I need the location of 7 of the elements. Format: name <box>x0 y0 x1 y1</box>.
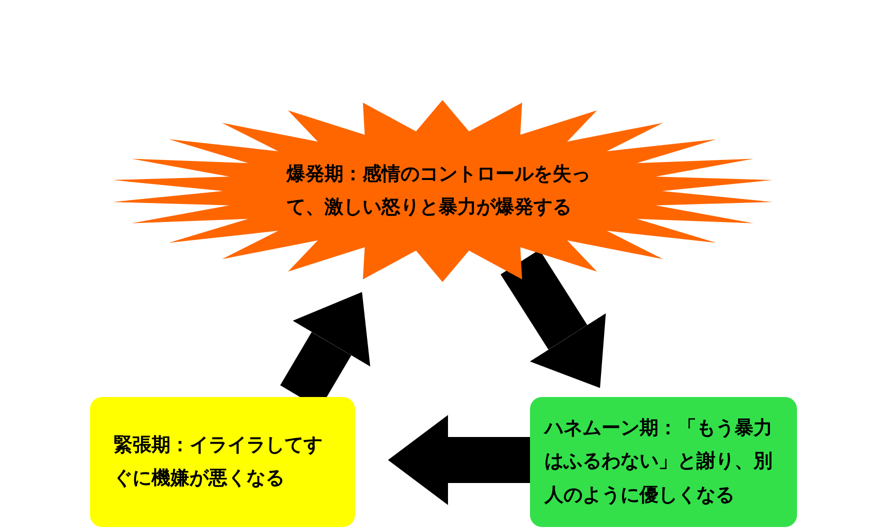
block-arrow <box>500 250 606 388</box>
stage-box <box>90 397 355 527</box>
block-arrow <box>388 415 530 505</box>
stage-description: ハネムーン期：「もう暴力はふるわない」と謝り、別人のように優しくなる <box>544 416 774 508</box>
stage-box <box>530 397 797 527</box>
stage-description: 緊張期：イライラしてすぐに機嫌が悪くなる <box>114 432 324 491</box>
stage-description: 爆発期：感情のコントロールを失って、激しい怒りと暴力が爆発する <box>286 162 592 220</box>
